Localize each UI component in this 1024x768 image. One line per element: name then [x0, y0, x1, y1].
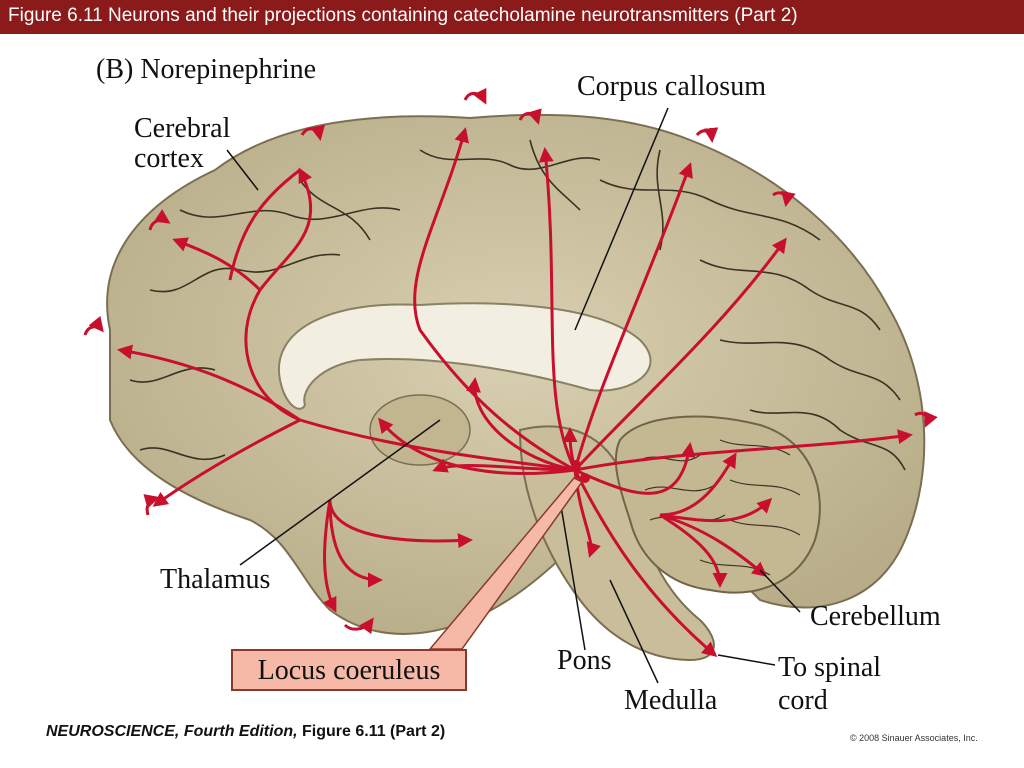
thalamus: [369, 394, 471, 466]
locus-coeruleus-neuron: [580, 473, 590, 483]
label-cortex: cortex: [134, 143, 204, 174]
locus-coeruleus-box: Locus coeruleus: [231, 649, 467, 691]
corpus-callosum: [277, 302, 652, 410]
cerebellum: [614, 415, 821, 594]
footer-book: NEUROSCIENCE,: [46, 723, 180, 740]
label-cord: cord: [778, 685, 828, 716]
leader-lines: [226, 107, 801, 684]
label-corpus-callosum: Corpus callosum: [577, 71, 766, 102]
label-medulla: Medulla: [624, 685, 718, 716]
panel-label: (B) Norepinephrine: [96, 54, 317, 85]
label-cerebral: Cerebral: [134, 113, 231, 144]
footer-citation: NEUROSCIENCE, Fourth Edition, Figure 6.1…: [46, 723, 445, 741]
cortical-arrow-tips: [83, 87, 938, 635]
footer-copyright: © 2008 Sinauer Associates, Inc.: [850, 733, 978, 743]
figure-title: Figure 6.11 Neurons and their projection…: [8, 5, 798, 26]
label-to-spinal: To spinal: [778, 652, 882, 683]
label-cerebellum: Cerebellum: [810, 601, 941, 632]
label-thalamus: Thalamus: [160, 564, 271, 595]
title-bar: Figure 6.11 Neurons and their projection…: [0, 0, 1024, 34]
label-locus-coeruleus: Locus coeruleus: [257, 655, 441, 686]
norepinephrine-projections: [117, 127, 913, 657]
locus-coeruleus-neuron: [571, 460, 581, 470]
footer-edition: Fourth Edition,: [183, 723, 298, 740]
label-pons: Pons: [557, 645, 612, 676]
footer-figure: Figure 6.11 (Part 2): [302, 723, 446, 740]
